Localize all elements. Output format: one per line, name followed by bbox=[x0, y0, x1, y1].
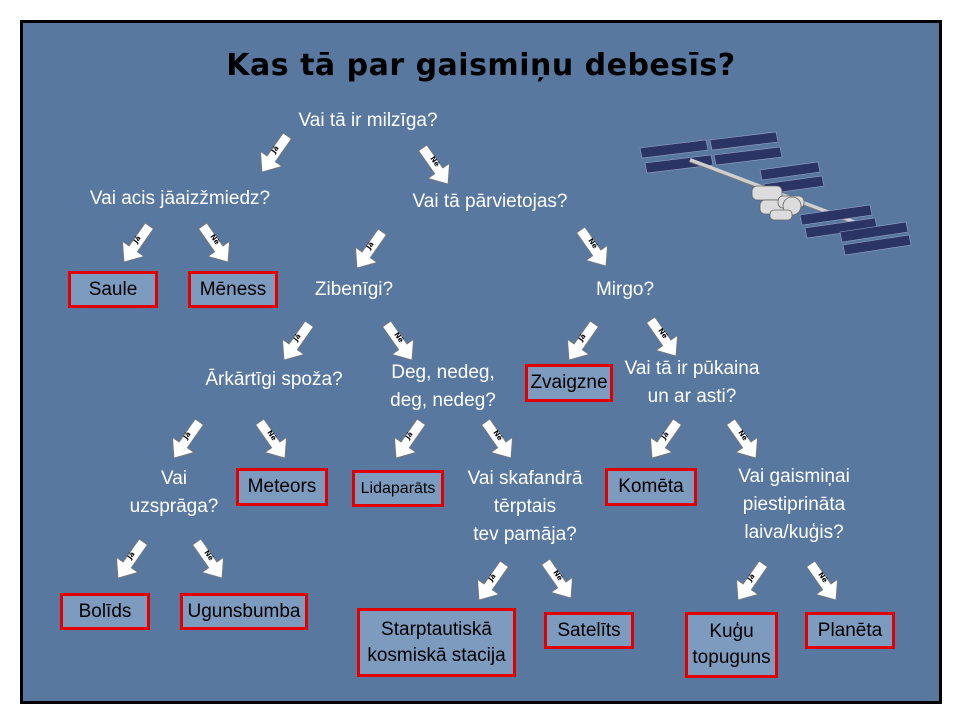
no-arrow: Nē bbox=[191, 218, 240, 270]
question-exploded-line2: uzsprāga? bbox=[129, 496, 219, 517]
question-fluffy-tail: Vai tā ir pūkaina un ar asti? bbox=[625, 355, 760, 411]
question-boat-attached-line2: piestiprināta bbox=[742, 494, 846, 515]
question-blinking-line1: Deg, nedeg, bbox=[391, 362, 495, 383]
no-arrow: Nē bbox=[474, 414, 523, 466]
answer-bolide: Bolīds bbox=[60, 593, 150, 630]
question-extremely-bright: Ārkārtīgi spoža? bbox=[205, 369, 343, 390]
yes-arrow: Jā bbox=[384, 414, 433, 466]
svg-text:Jā: Jā bbox=[181, 430, 192, 442]
no-arrow: Nē bbox=[185, 534, 234, 586]
yes-arrow: Jā bbox=[162, 414, 211, 466]
diagram-title: Kas tā par gaismiņu debesīs? bbox=[226, 48, 736, 83]
no-arrow: Nē bbox=[799, 556, 848, 608]
svg-text:Jā: Jā bbox=[659, 430, 670, 442]
answer-comet: Komēta bbox=[605, 468, 697, 506]
answer-star: Zvaigzne bbox=[525, 364, 613, 402]
space-station-illustration bbox=[639, 131, 912, 256]
answer-mast-light: Kuģu topuguns bbox=[685, 612, 778, 678]
question-squint: Vai acis jāaizžmiedz? bbox=[89, 188, 271, 209]
question-astronaut-waved: Vai skafandrā tērptais tev pamāja? bbox=[468, 465, 583, 549]
question-boat-attached-line1: Vai gaismiņai bbox=[738, 466, 850, 487]
answer-aircraft: Lidaparāts bbox=[352, 470, 444, 507]
question-moves: Vai tā pārvietojas? bbox=[412, 191, 568, 212]
answer-satellite: Satelīts bbox=[544, 612, 634, 649]
svg-text:Jā: Jā bbox=[291, 332, 302, 344]
svg-text:Jā: Jā bbox=[403, 430, 414, 442]
svg-text:Jā: Jā bbox=[131, 234, 142, 246]
question-twinkles: Mirgo? bbox=[595, 279, 655, 300]
yes-arrow: Jā bbox=[726, 556, 775, 608]
yes-arrow: Jā bbox=[345, 224, 394, 276]
answer-sun: Saule bbox=[68, 271, 158, 308]
question-fluffy-tail-line1: Vai tā ir pūkaina bbox=[624, 358, 760, 379]
answer-mast-light-line1: Kuģu bbox=[709, 621, 754, 642]
svg-text:Jā: Jā bbox=[125, 550, 136, 562]
yes-arrow: Jā bbox=[250, 128, 299, 180]
svg-text:Jā: Jā bbox=[269, 144, 280, 156]
yes-arrow: Jā bbox=[640, 414, 689, 466]
question-boat-attached: Vai gaismiņai piestiprināta laiva/kuģis? bbox=[738, 463, 850, 547]
answer-iss-line1: Starptautiskā bbox=[381, 618, 492, 640]
no-arrow: Nē bbox=[569, 222, 618, 274]
answer-iss-line2: kosmiskā stacija bbox=[367, 644, 506, 666]
answer-moon: Mēness bbox=[188, 271, 278, 308]
no-arrow: Nē bbox=[248, 414, 297, 466]
no-arrow: Nē bbox=[375, 316, 424, 368]
answer-meteor: Meteors bbox=[236, 468, 328, 506]
answer-iss: Starptautiskā kosmiskā stacija bbox=[357, 608, 516, 677]
question-boat-attached-line3: laiva/kuģis? bbox=[744, 522, 844, 543]
question-astronaut-waved-line1: Vai skafandrā bbox=[467, 468, 583, 489]
no-arrow: Nē bbox=[411, 140, 460, 192]
answer-mast-light-line2: topuguns bbox=[692, 647, 771, 668]
question-astronaut-waved-line3: tev pamāja? bbox=[473, 524, 577, 545]
answer-fireball: Ugunsbumba bbox=[180, 593, 308, 630]
question-blinking: Deg, nedeg, deg, nedeg? bbox=[390, 359, 496, 415]
yes-arrow: Jā bbox=[272, 316, 321, 368]
yes-arrow: Jā bbox=[557, 316, 606, 368]
svg-text:Jā: Jā bbox=[745, 572, 756, 584]
svg-text:Jā: Jā bbox=[364, 240, 375, 252]
answer-planet: Planēta bbox=[805, 612, 895, 649]
svg-text:Jā: Jā bbox=[576, 332, 587, 344]
no-arrow: Nē bbox=[639, 312, 688, 364]
question-lightning-fast: Zibenīgi? bbox=[314, 279, 394, 300]
question-exploded-line1: Vai bbox=[160, 468, 188, 489]
yes-arrow: Jā bbox=[106, 534, 155, 586]
question-fluffy-tail-line2: un ar asti? bbox=[647, 386, 737, 407]
no-arrow: Nē bbox=[719, 414, 768, 466]
yes-arrow: Jā bbox=[112, 218, 161, 270]
yes-arrow: Jā bbox=[467, 556, 516, 608]
question-blinking-line2: deg, nedeg? bbox=[390, 390, 496, 411]
question-astronaut-waved-line2: tērptais bbox=[493, 496, 557, 517]
svg-text:Jā: Jā bbox=[486, 572, 497, 584]
no-arrow: Nē bbox=[534, 554, 583, 606]
question-huge: Vai tā ir milzīga? bbox=[298, 110, 438, 131]
question-exploded: Vai uzsprāga? bbox=[130, 465, 219, 521]
